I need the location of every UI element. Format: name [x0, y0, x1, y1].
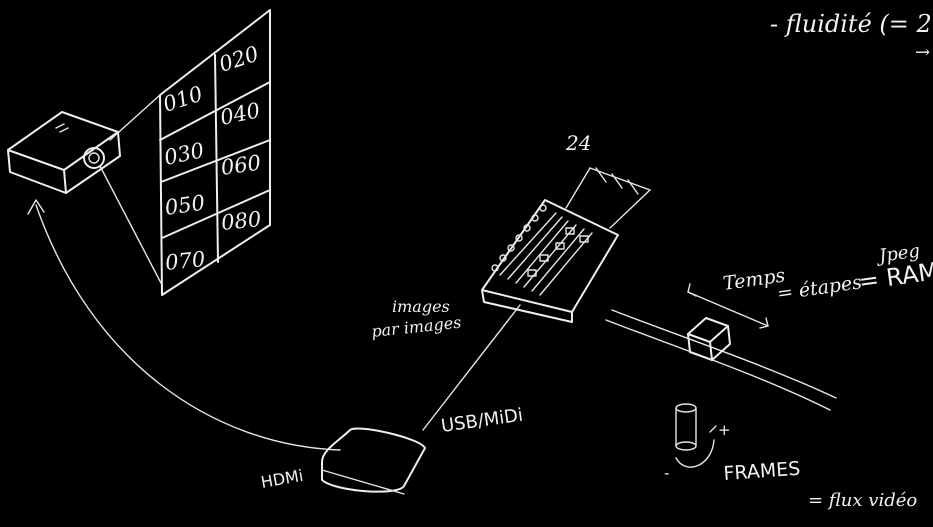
grid-cell-080: 080: [220, 207, 262, 235]
header-note-arrow: →: [915, 42, 930, 63]
label-minus: -: [664, 464, 669, 482]
channel-bracket: 24: [565, 131, 650, 228]
projection-grid: 010 020 030 040 050 060 070 080: [160, 10, 270, 295]
computer-box: [322, 429, 425, 494]
grid-cell-060: 060: [219, 151, 262, 180]
grid-cell-030: 030: [162, 138, 206, 170]
label-plus: +: [718, 421, 731, 439]
label-etapes: = étapes: [776, 271, 864, 305]
projector: [8, 112, 120, 193]
frames-cylinder: [676, 404, 716, 467]
label-usb-midi: USB/MiDi: [440, 405, 525, 437]
midi-controller: [482, 200, 618, 322]
grid-cell-040: 040: [218, 98, 262, 130]
label-frames: FRAMES: [723, 458, 801, 485]
timeline-rail: [606, 310, 836, 410]
grid-cell-050: 050: [163, 191, 206, 220]
grid-cell-070: 070: [164, 247, 206, 275]
label-images: images: [392, 297, 450, 316]
hdmi-cable: [28, 200, 340, 450]
label-flux-video: = flux vidéo: [808, 490, 917, 511]
label-24: 24: [565, 131, 591, 155]
projection-beam: [100, 95, 162, 285]
header-note-line1: - fluidité (= 2: [770, 10, 932, 38]
grid-cell-010: 010: [160, 82, 206, 117]
header-note: - fluidité (= 2 →: [770, 10, 932, 63]
label-par-images: par images: [370, 313, 462, 341]
label-hdmi: HDMi: [259, 466, 304, 492]
